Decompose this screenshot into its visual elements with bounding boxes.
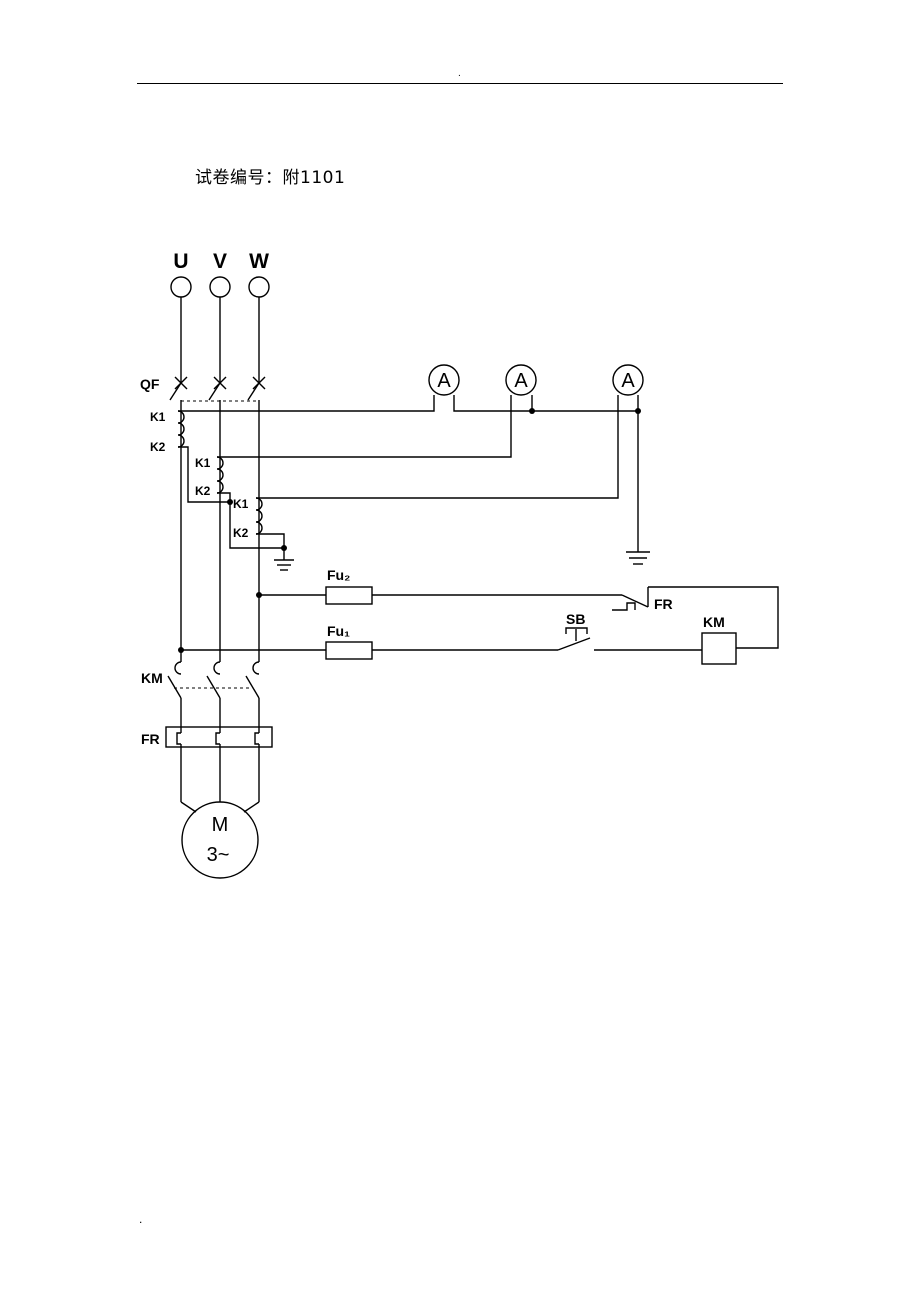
phase-label-w: W — [249, 250, 269, 273]
motor-phase: 3~ — [207, 844, 230, 866]
ammeter-2-symbol: A — [514, 370, 528, 392]
motor-symbol — [181, 801, 259, 879]
fuse-fu1-label: Fu₁ — [327, 623, 350, 639]
breaker-qf-symbol — [169, 376, 266, 402]
contactor-main-contacts — [167, 661, 260, 733]
pushbutton-sb — [557, 627, 591, 651]
junction-node — [281, 545, 287, 551]
ammeter-3 — [612, 364, 644, 396]
ct3-coil — [255, 497, 263, 535]
ammeter-1-symbol: A — [437, 370, 451, 392]
main-phase-lines — [180, 400, 260, 662]
junction-node — [635, 408, 641, 414]
header-dot: . — [458, 68, 461, 79]
thermal-relay-block — [165, 726, 273, 748]
ct2-k1-label: K1 — [195, 456, 211, 470]
header-rule — [137, 83, 783, 84]
contactor-label: KM — [141, 670, 163, 686]
ct1-k1-label: K1 — [150, 410, 166, 424]
ammeter-3-symbol: A — [621, 370, 635, 392]
thermal-relay-contact — [612, 586, 779, 649]
ct1-k2-label: K2 — [150, 440, 166, 454]
metering-wiring — [178, 395, 639, 560]
motor-name: M — [212, 814, 229, 836]
ct3-k1-label: K1 — [233, 497, 249, 511]
ct2-coil — [216, 456, 224, 494]
ct3-k2-label: K2 — [233, 526, 249, 540]
breaker-label: QF — [140, 376, 160, 392]
ct2-k2-label: K2 — [195, 484, 211, 498]
contactor-coil-label: KM — [703, 614, 725, 630]
fuse-fu1 — [325, 641, 373, 660]
fuse-fu2-label: Fu₂ — [327, 567, 350, 583]
ct1-coil — [177, 410, 185, 448]
thermal-relay-label: FR — [141, 731, 160, 747]
contactor-coil — [701, 632, 737, 665]
junction-node — [529, 408, 535, 414]
phase-label-u: U — [173, 250, 188, 273]
document-code: 试卷编号：附1101 — [195, 168, 346, 188]
thermal-relay-elements — [176, 732, 260, 813]
ground-icon — [626, 551, 650, 565]
ammeter-1 — [428, 364, 460, 396]
pushbutton-label: SB — [566, 611, 585, 627]
footer-dot: . — [139, 1212, 143, 1226]
junction-node — [227, 499, 233, 505]
terminal-u — [170, 276, 192, 298]
supply-lines — [180, 297, 260, 383]
terminal-v — [209, 276, 231, 298]
fuse-fu2 — [325, 586, 373, 605]
ground-icon — [274, 559, 294, 571]
thermal-relay-contact-label: FR — [654, 596, 673, 612]
terminal-w — [248, 276, 270, 298]
phase-label-v: V — [213, 250, 227, 273]
ammeter-2 — [505, 364, 537, 396]
